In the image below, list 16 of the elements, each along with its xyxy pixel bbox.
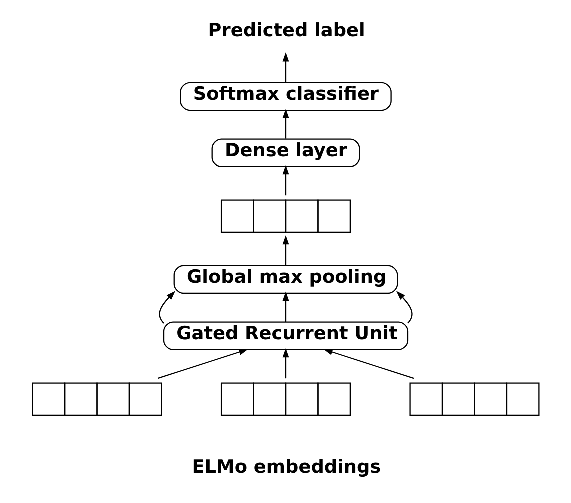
- node-text: Predicted label: [208, 20, 365, 42]
- arrow: [282, 235, 289, 266]
- arrow: [282, 52, 289, 83]
- arrow: [158, 291, 176, 324]
- arrow: [396, 291, 412, 324]
- node-box: Softmax classifier: [180, 82, 392, 112]
- arrow: [282, 292, 289, 322]
- arrow: [282, 165, 289, 196]
- node-box: Gated Recurrent Unit: [162, 322, 408, 350]
- node-box: Dense layer: [211, 138, 360, 168]
- node-box: Global max pooling: [173, 265, 398, 294]
- arrow: [282, 348, 289, 379]
- arrow: [157, 349, 248, 380]
- arrow: [282, 109, 289, 139]
- label: ELMo embeddings: [192, 456, 381, 478]
- arrow: [323, 349, 414, 380]
